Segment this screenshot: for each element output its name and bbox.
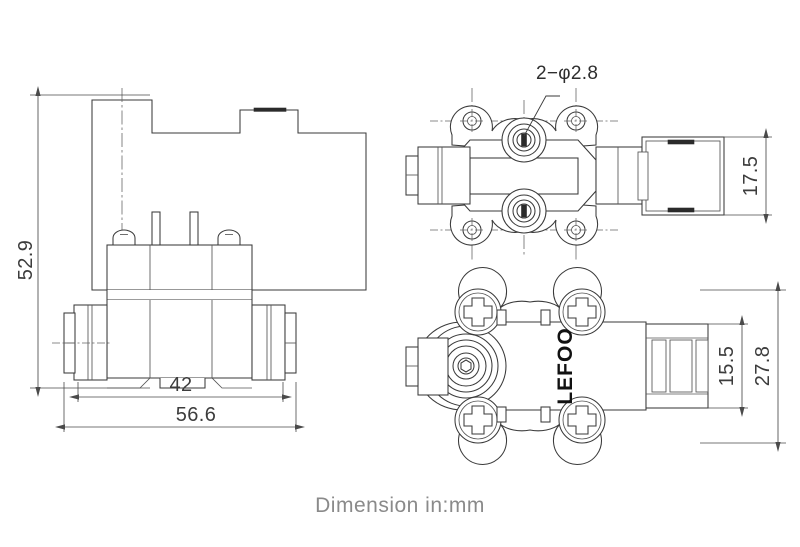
callout-mounting-holes: 2−φ2.8 xyxy=(523,63,598,137)
front-elevation-view: 52.9 42 56.6 xyxy=(15,86,367,432)
dimension-label-52-9: 52.9 xyxy=(15,240,37,281)
dimension-label-56-6: 56.6 xyxy=(176,404,217,426)
front-fitting-right xyxy=(251,304,297,381)
front-screw-heads xyxy=(112,229,241,246)
dimension-15-5: 15.5 xyxy=(700,315,748,417)
top-inner-rect xyxy=(469,157,579,195)
dimension-label-15-5: 15.5 xyxy=(716,346,738,387)
front-top-tab xyxy=(253,107,287,112)
bottom-tab-br xyxy=(540,406,551,423)
top-switch-housing xyxy=(595,136,725,216)
bottom-tab-tl xyxy=(496,309,507,326)
top-corner-holes xyxy=(460,109,588,242)
top-plan-view: 2−φ2.8 17.5 xyxy=(405,63,772,262)
top-fitting-left xyxy=(405,146,471,205)
top-center-boss-lower xyxy=(501,188,547,234)
front-terminal-pins xyxy=(151,211,199,246)
bottom-screw-top-right xyxy=(558,288,606,336)
brand-label-lefoo: LEFOO xyxy=(554,327,577,404)
bottom-tab-bl xyxy=(496,406,507,423)
front-terminal-block xyxy=(106,244,253,291)
callout-label-holes: 2−φ2.8 xyxy=(536,63,598,84)
dimension-56-6: 56.6 xyxy=(55,382,305,432)
dimension-label-27-8: 27.8 xyxy=(752,346,774,387)
bottom-fitting-left xyxy=(405,337,449,396)
dimension-label-17-5: 17.5 xyxy=(740,156,762,197)
bottom-screw-top-left xyxy=(454,288,502,336)
bottom-switch-housing xyxy=(645,323,709,409)
dimension-17-5: 17.5 xyxy=(720,128,772,224)
bottom-screw-bottom-right xyxy=(558,396,606,444)
dimension-42: 42 xyxy=(69,374,292,402)
top-center-boss-upper xyxy=(501,117,547,163)
dimension-label-42: 42 xyxy=(169,374,192,396)
bottom-tab-tr xyxy=(540,309,551,326)
bottom-screw-bottom-left xyxy=(454,396,502,444)
dimension-52-9: 52.9 xyxy=(15,86,150,397)
dimension-27-8: 27.8 xyxy=(700,281,786,452)
bottom-plan-view: LEFOO 15.5 27.8 xyxy=(405,267,786,465)
drawing-caption: Dimension in:mm xyxy=(315,494,485,517)
front-fitting-left xyxy=(63,304,108,381)
